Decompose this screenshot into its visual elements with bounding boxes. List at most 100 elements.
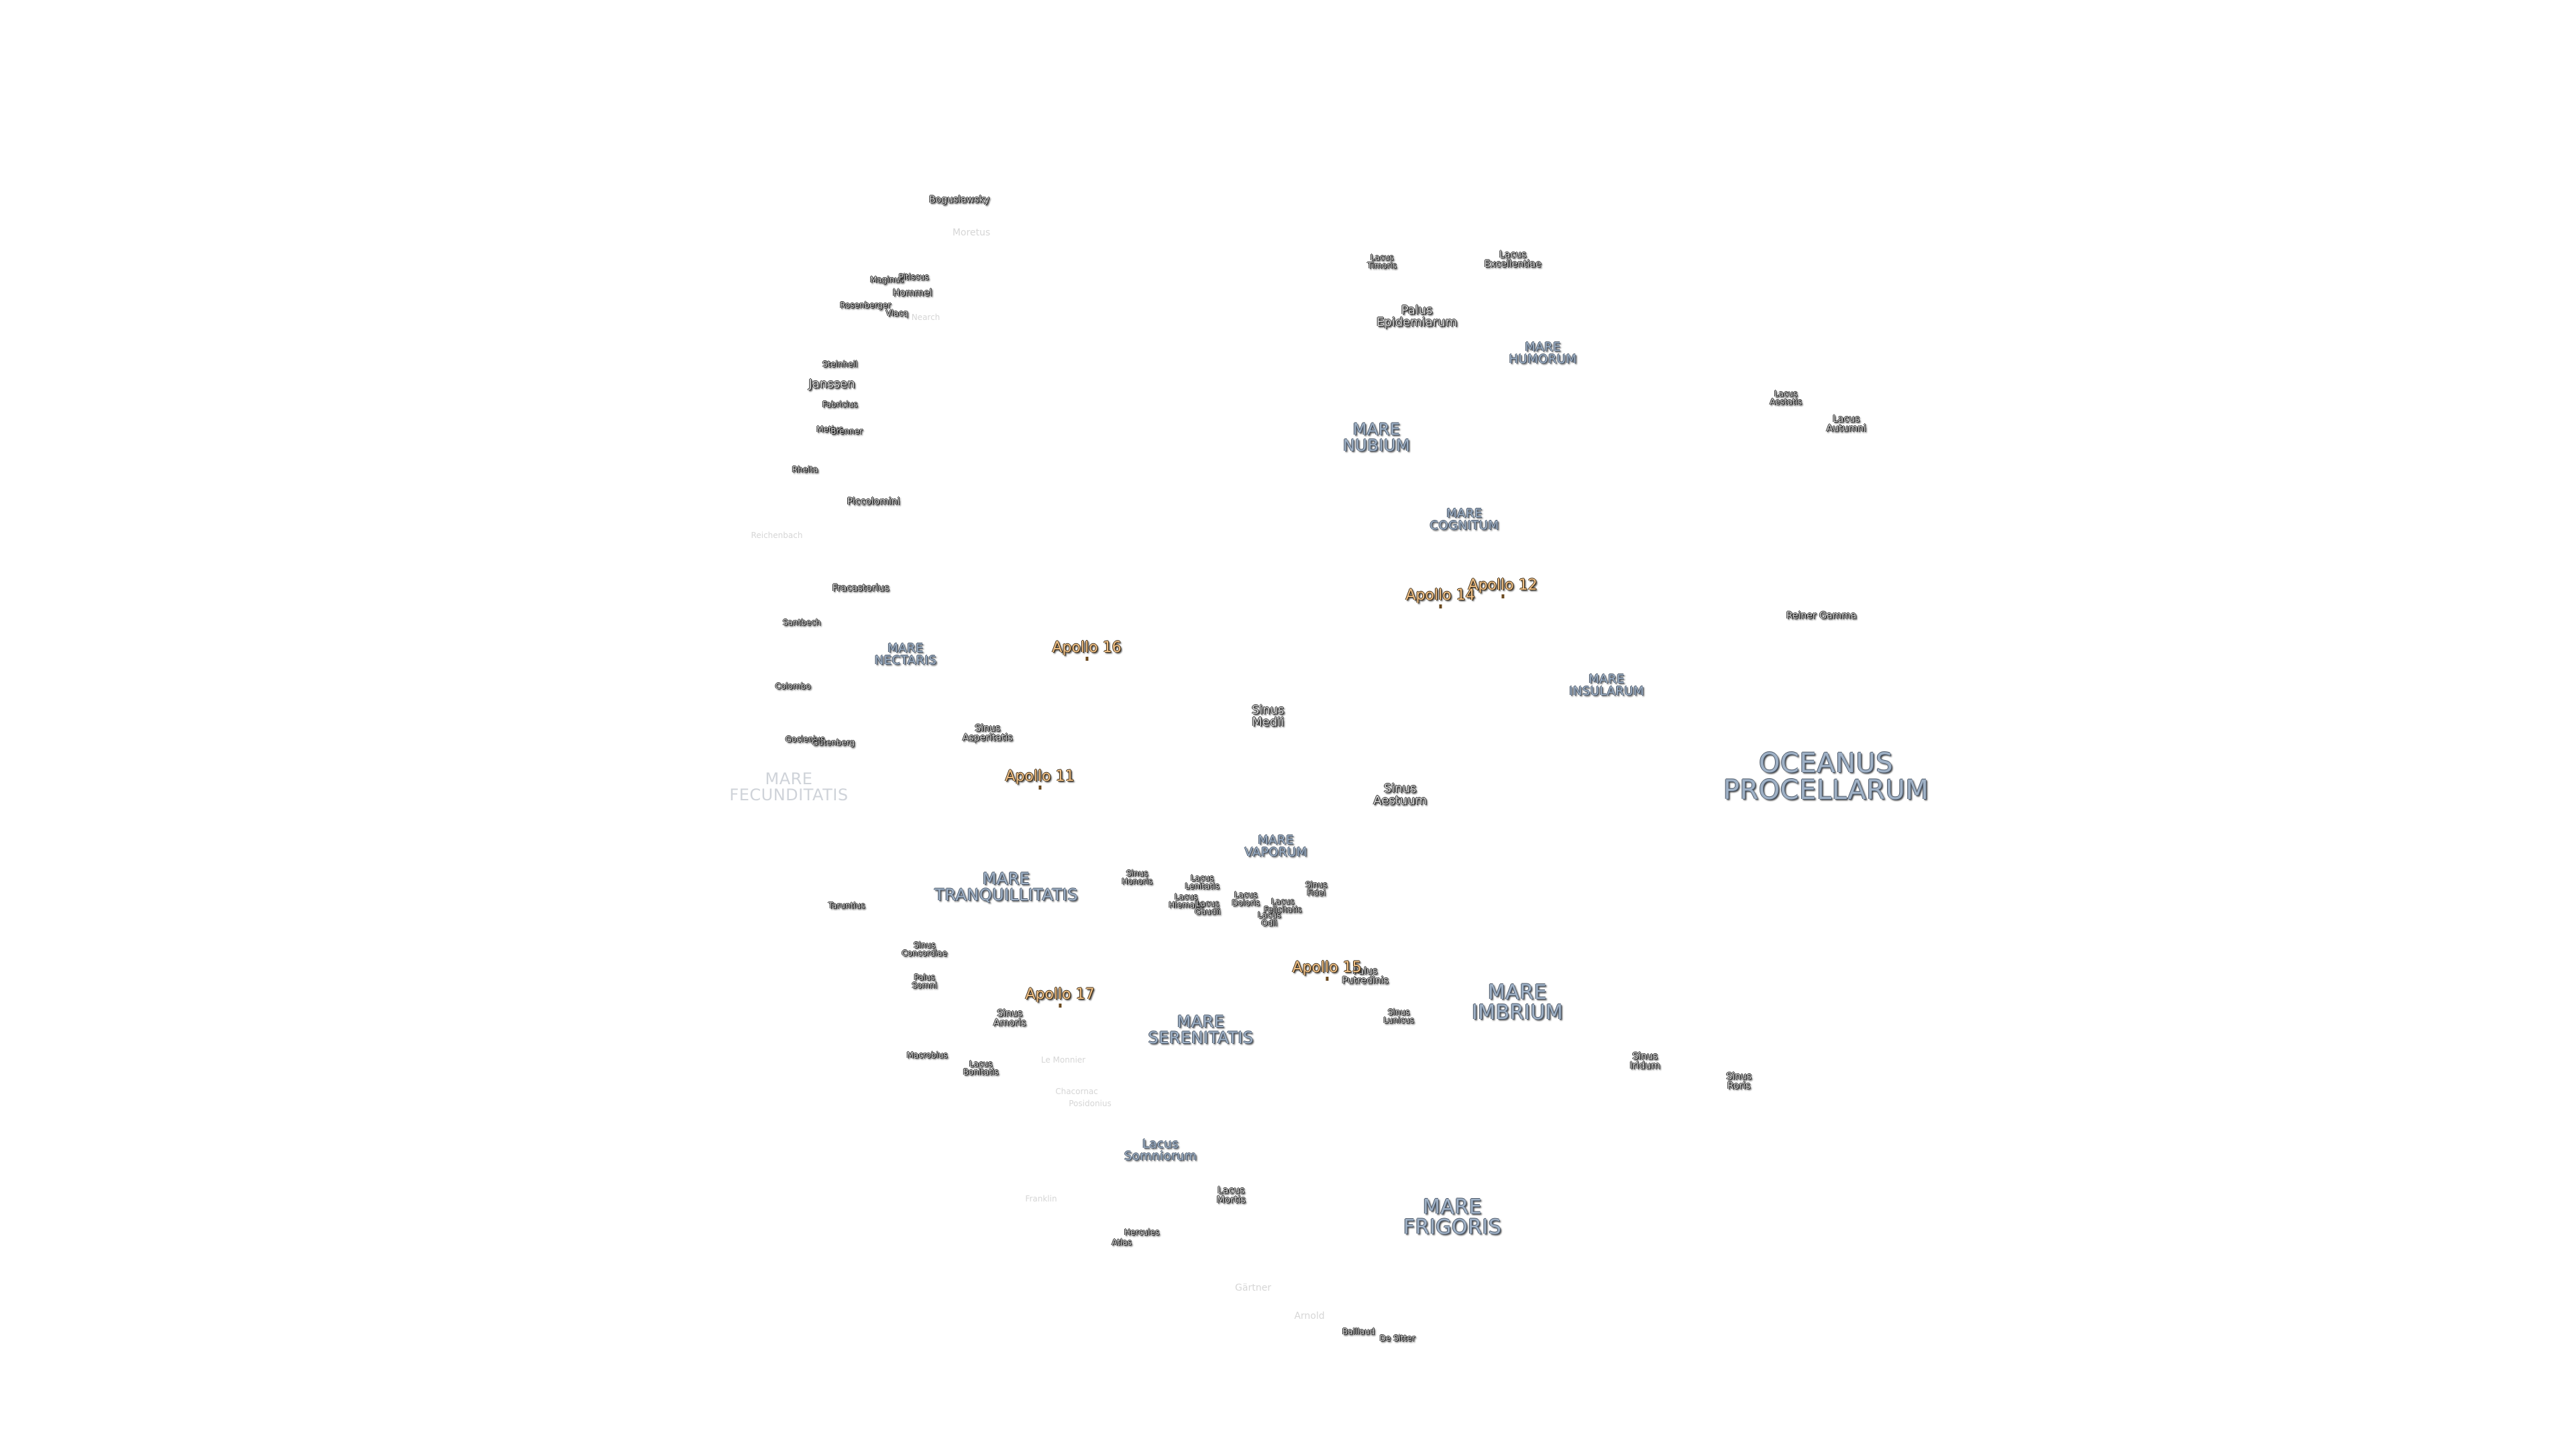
label-line: VAPORUM (1244, 845, 1307, 859)
label-line: Somniorum (1124, 1149, 1197, 1163)
label-line: MARE (1487, 981, 1548, 1004)
label-line: Hommel (892, 288, 932, 299)
label-line: Lacus (1217, 1185, 1245, 1196)
label-line: Odii (1261, 918, 1277, 928)
label-reiner-gamma: Reiner Gamma (1786, 611, 1857, 621)
label-line: Sinus (1126, 869, 1148, 878)
label-line: Moretus (952, 227, 991, 238)
label-line: Fracastorius (832, 583, 890, 594)
label-line: Lacus (1774, 389, 1798, 398)
label-brenner: Brenner (830, 427, 863, 435)
label-line: Aestatis (1770, 397, 1802, 407)
label-line: Reichenbach (751, 531, 803, 540)
label-steinheil: Steinheil (822, 360, 857, 368)
label-line: IMBRIUM (1471, 1001, 1564, 1024)
label-line: Sinus (1251, 703, 1285, 717)
label-line: Somni (912, 981, 937, 990)
label-line: Piccolomini (847, 496, 900, 507)
label-line: Fabricius (822, 400, 858, 409)
landing-site-marker-icon (1501, 594, 1504, 598)
label-line: Baillaud (1342, 1327, 1375, 1336)
label-hercules: Hercules (1124, 1228, 1159, 1236)
label-apollo-14: Apollo 14 (1405, 588, 1475, 608)
label-line: COGNITUM (1430, 519, 1499, 533)
label-line: Bonitatis (963, 1067, 999, 1077)
landing-site-marker-icon (1326, 977, 1328, 981)
label-boguslawsky: Boguslawsky (929, 195, 989, 205)
label-line: Sinus (1632, 1051, 1658, 1062)
label-line: Iridum (1629, 1061, 1660, 1071)
label-le-monnier: Le Monnier (1041, 1056, 1085, 1064)
label-apollo-17: Apollo 17 (1025, 987, 1095, 1008)
label-atlas: Atlas (1112, 1238, 1132, 1246)
label-line: Posidonius (1069, 1099, 1112, 1108)
label-line: Pitiscus (898, 272, 929, 282)
label-line: Sinus (1305, 880, 1328, 890)
label-rheita: Rheita (792, 466, 818, 474)
label-line: MARE (1177, 1012, 1225, 1031)
label-line: Taruntius (828, 901, 865, 910)
landing-site-marker-icon (1085, 657, 1088, 661)
label-line: MARE (982, 869, 1030, 888)
label-line: Janssen (808, 377, 855, 391)
label-line: Lacus (1370, 253, 1394, 262)
label-line: Apollo 16 (1052, 639, 1122, 656)
label-line: NECTARIS (874, 653, 937, 667)
label-line: Doloris (1232, 898, 1260, 908)
label-line: Concordiae (902, 949, 947, 958)
label-line: Lunicus (1383, 1016, 1414, 1025)
label-line: Fidei (1307, 888, 1326, 898)
label-line: Sinus (1387, 1008, 1410, 1017)
label-piccolomini: Piccolomini (847, 497, 900, 506)
label-line: TRANQUILLITATIS (934, 885, 1078, 904)
label-line: Steinheil (822, 360, 858, 369)
label-line: Rosenberger (839, 301, 892, 310)
label-line: Rheita (792, 465, 818, 474)
label-line: HUMORUM (1509, 352, 1577, 366)
label-line: MARE (1525, 340, 1561, 354)
label-line: Sinus (913, 941, 936, 950)
label-line: Hiemalis (1169, 900, 1203, 910)
label-line: Lacus (1257, 910, 1281, 920)
label-line: MARE (1446, 506, 1483, 521)
label-line: Asperitatis (962, 733, 1013, 743)
label-line: Apollo 11 (1005, 768, 1075, 785)
label-maginus: Maginus (870, 276, 904, 284)
label-line: Excellentiae (1484, 259, 1542, 270)
label-line: MARE (1352, 420, 1401, 439)
label-line: Gaudii (1194, 907, 1221, 916)
label-line: Lacus (1142, 1137, 1179, 1151)
label-franklin: Franklin (1025, 1195, 1057, 1203)
label-line: Sinus (1383, 782, 1417, 796)
label-line: Apollo 12 (1468, 577, 1538, 594)
label-line: Nearch (911, 313, 941, 322)
label-line: Mortis (1216, 1195, 1246, 1205)
label-line: Lacus (1190, 873, 1214, 883)
label-line: Metius (816, 425, 843, 434)
label-line: Maginus (869, 275, 904, 284)
label-line: Timoris (1367, 261, 1397, 270)
label-line: MARE (888, 641, 924, 655)
label-line: MARE (1422, 1195, 1483, 1219)
label-line: Sinus (997, 1008, 1022, 1019)
